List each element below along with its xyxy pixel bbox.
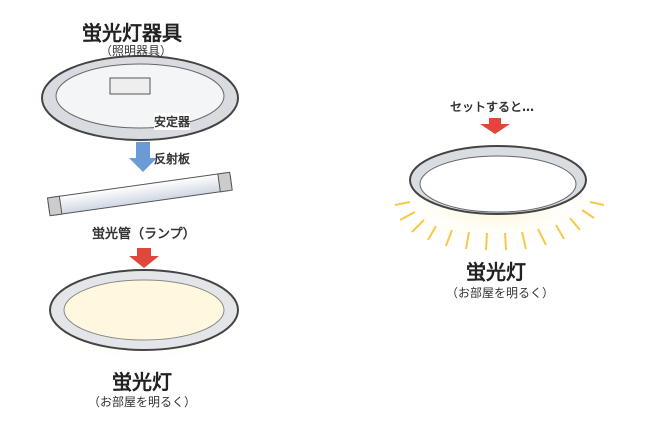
result-right-subtitle: （お部屋を明るく） xyxy=(446,286,555,300)
reflector-label: 反射板 xyxy=(154,152,191,166)
fixture-subtitle: （照明器具） xyxy=(100,44,173,58)
ceiling-light-illustration xyxy=(388,145,608,251)
result-right-title: 蛍光灯 xyxy=(466,260,526,284)
tube-label: 蛍光管（ランプ） xyxy=(92,227,196,242)
fixture-title: 蛍光灯器具 xyxy=(82,21,182,45)
result-left-subtitle: （お部屋を明るく） xyxy=(88,395,197,409)
red-arrow-icon xyxy=(129,248,159,268)
tube-illustration xyxy=(46,171,233,217)
red-arrow-icon xyxy=(480,118,510,134)
result-left-title: 蛍光灯 xyxy=(112,370,172,394)
ballast-label: 安定器 xyxy=(154,113,191,130)
lit-fixture-illustration xyxy=(34,268,254,368)
set-caption: セットすると… xyxy=(450,100,535,114)
blue-arrow-icon xyxy=(129,142,157,172)
fixture-illustration xyxy=(41,55,239,141)
